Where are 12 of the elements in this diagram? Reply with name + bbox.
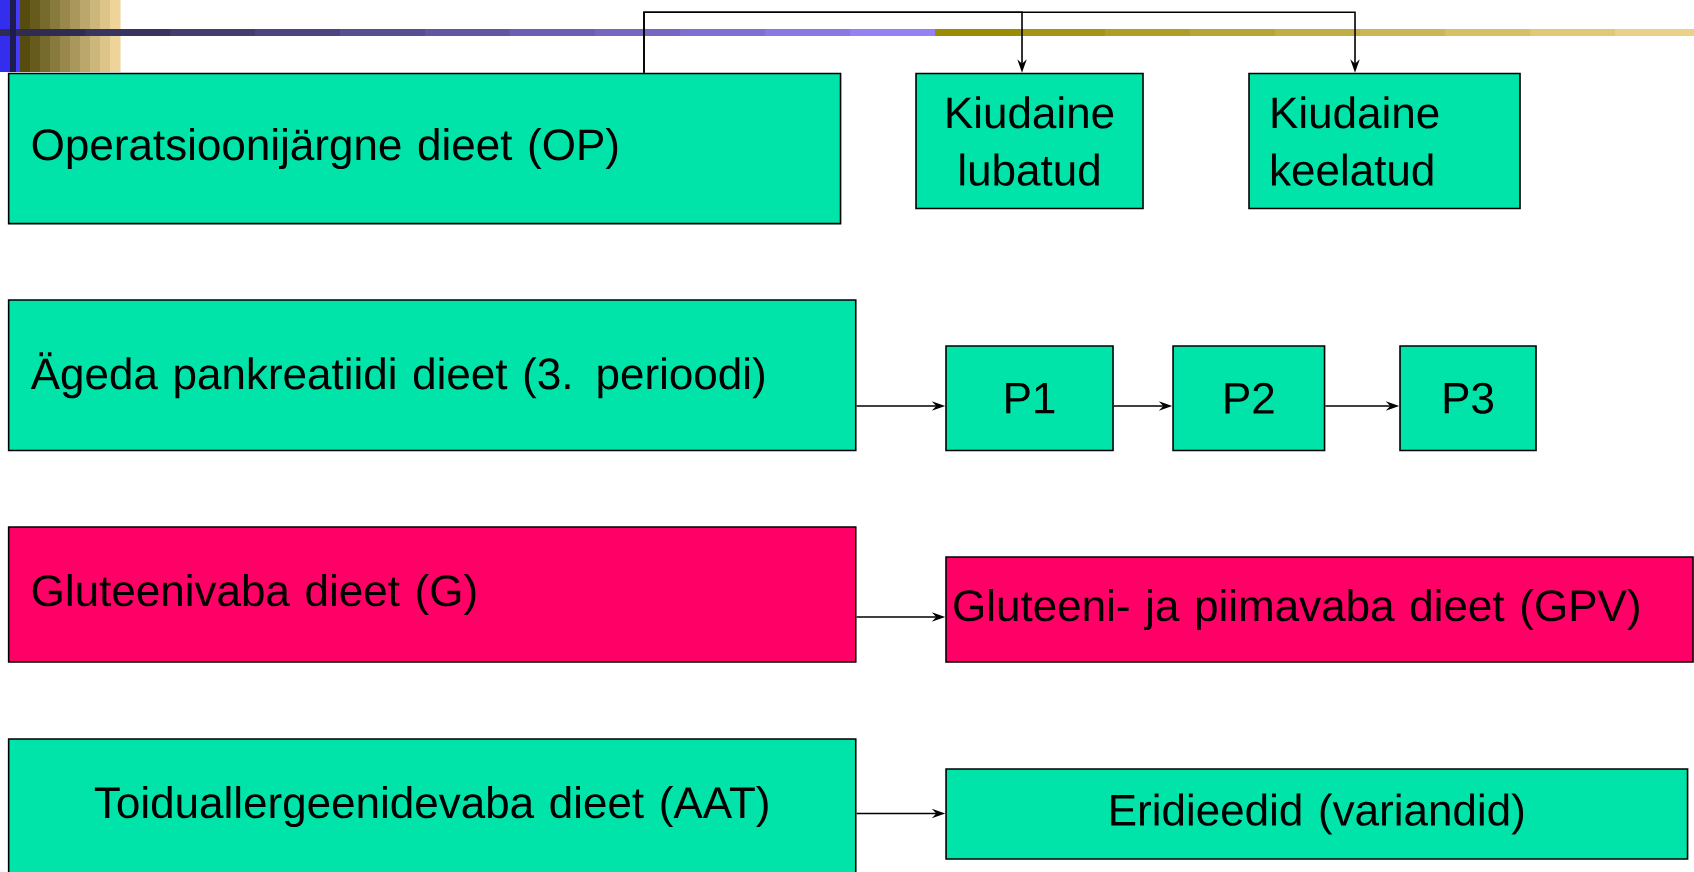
diet-box: Toiduallergeenidevaba dieet (AAT) xyxy=(7,738,857,872)
diet-box: P1 xyxy=(945,345,1114,452)
diet-box: Kiudaine lubatud xyxy=(915,72,1144,210)
diet-box: Ägeda pankreatiidi dieet (3. perioodi) xyxy=(7,299,857,452)
diet-box: P3 xyxy=(1399,345,1537,452)
diet-box: Eridieedid (variandid) xyxy=(945,768,1689,860)
diet-box: Kiudaine keelatud xyxy=(1248,72,1521,210)
diet-box: Gluteenivaba dieet (G) xyxy=(7,526,857,663)
arrow xyxy=(643,11,1360,74)
diet-box: Operatsioonijärgne dieet (OP) xyxy=(7,72,842,225)
diet-box: P2 xyxy=(1172,345,1326,452)
diet-box: Gluteeni- ja piimavaba dieet (GPV) xyxy=(945,556,1694,663)
